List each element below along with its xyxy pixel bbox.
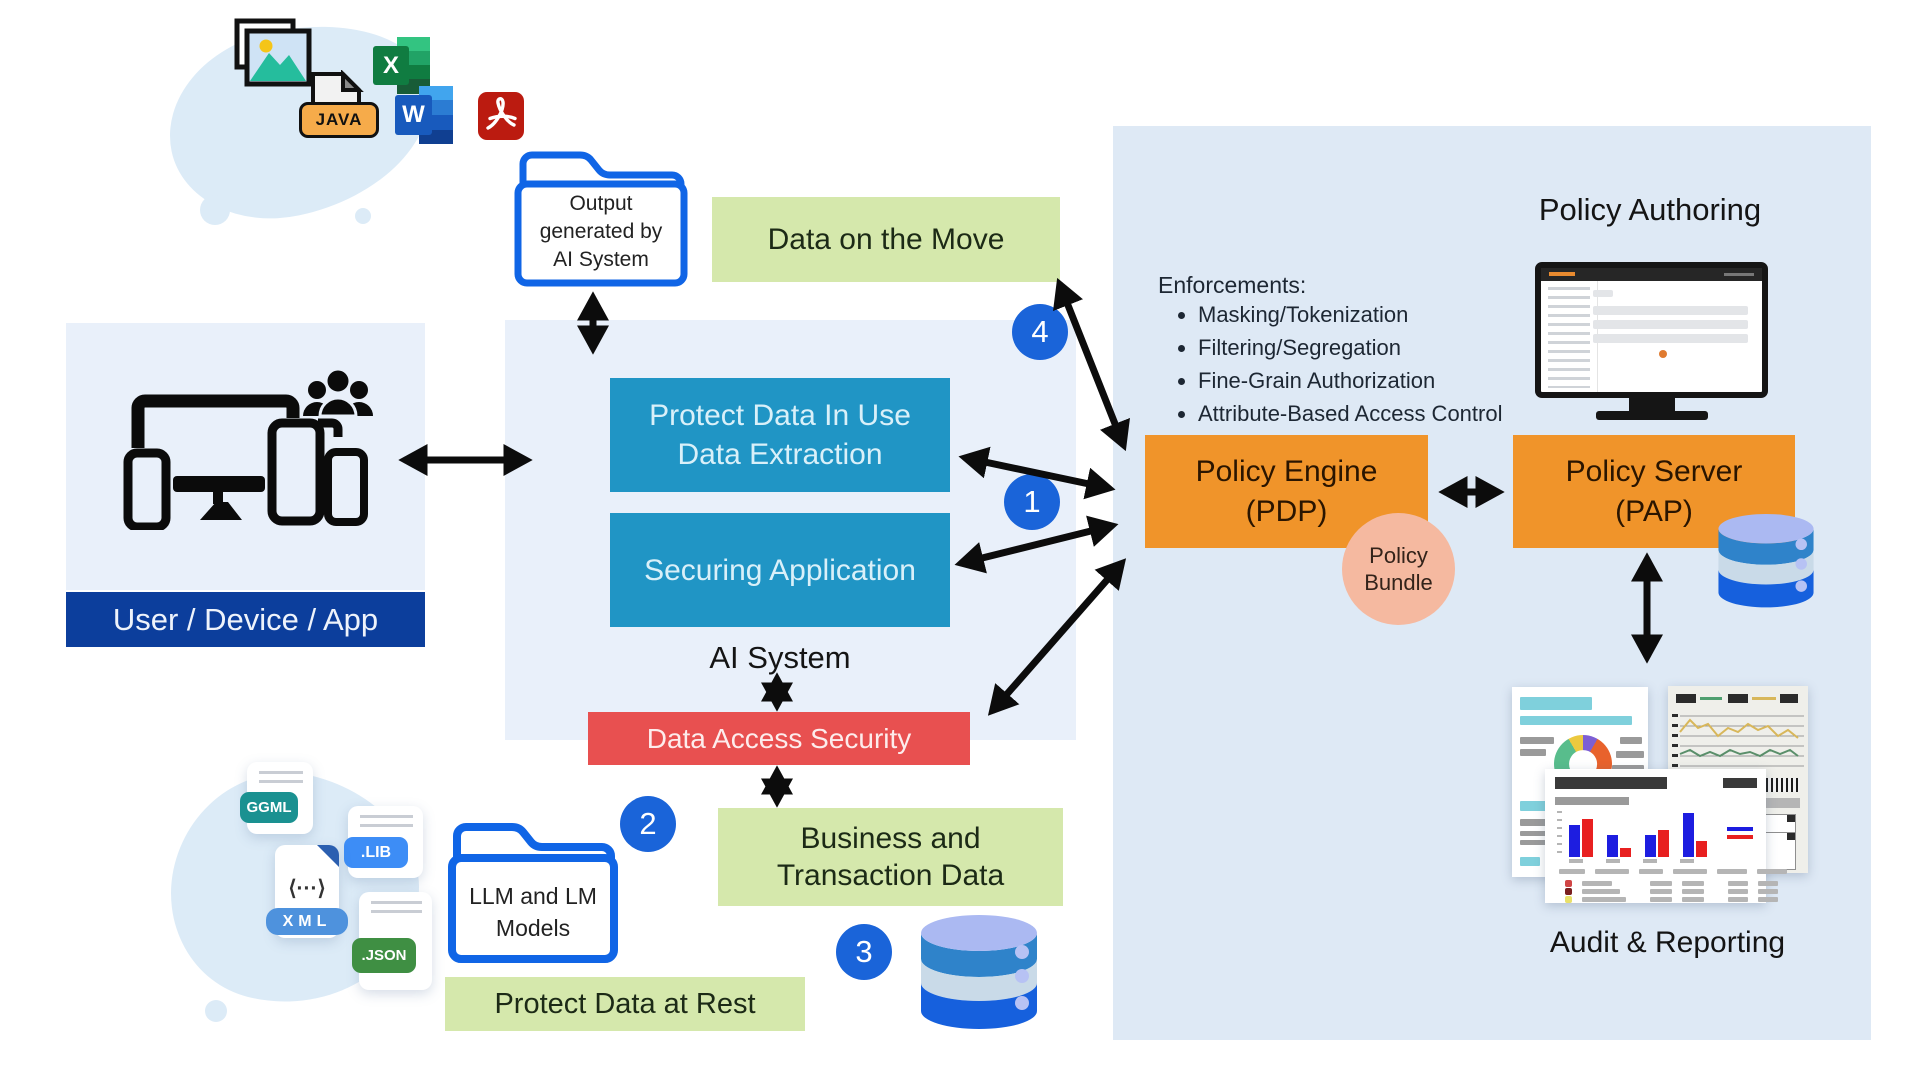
business-transaction-line2: Transaction Data <box>776 859 1005 892</box>
monitor-base <box>1596 411 1708 420</box>
protect-data-in-use-line1: Protect Data In Use <box>649 399 911 432</box>
protect-data-in-use-line2: Data Extraction <box>677 438 883 471</box>
output-folder-line3: AI System <box>553 248 649 271</box>
business-transaction-line1: Business and <box>800 822 981 855</box>
step-3-marker: 3 <box>836 924 892 980</box>
admin-sidebar-mock <box>1541 281 1598 392</box>
audit-report-bars <box>1545 769 1787 903</box>
policy-authoring-title: Policy Authoring <box>1538 192 1762 227</box>
output-folder-line2: generated by <box>539 220 663 243</box>
business-transaction-box: Business and Transaction Data <box>718 808 1063 906</box>
user-device-app-label: User / Device / App <box>112 601 379 637</box>
enforcements-list: Masking/Tokenization Filtering/Segregati… <box>1172 302 1502 434</box>
splash-dot <box>355 208 371 224</box>
step-2-marker: 2 <box>620 796 676 852</box>
data-access-security-label: Data Access Security <box>646 722 912 754</box>
json-badge: .JSON <box>352 938 416 973</box>
llm-folder-line2: Models <box>495 915 571 941</box>
policy-engine-line1: Policy Engine <box>1195 454 1378 488</box>
excel-icon: X <box>373 37 430 94</box>
policy-server-line2: (PAP) <box>1615 494 1693 528</box>
step-2-label: 2 <box>639 806 657 841</box>
pagination-dot <box>1659 350 1667 358</box>
splash-dot <box>200 195 230 225</box>
enforcements-title: Enforcements: <box>1158 272 1307 298</box>
business-database-icon <box>921 915 1037 1029</box>
pdf-icon <box>478 92 524 140</box>
user-device-app-icon <box>123 368 373 530</box>
step-3-label: 3 <box>855 934 873 969</box>
policy-engine-line2: (PDP) <box>1245 494 1328 528</box>
bar-chart-mock <box>1569 811 1707 857</box>
securing-application-label: Securing Application <box>644 553 916 587</box>
lib-badge: .LIB <box>344 837 408 868</box>
data-on-move-label: Data on the Move <box>767 223 1005 256</box>
output-folder-line1: Output <box>569 192 633 215</box>
word-letter: W <box>395 95 432 135</box>
llm-folder-line1: LLM and LM <box>469 883 597 909</box>
ai-system-label: AI System <box>709 640 851 675</box>
policy-bundle-chip: Policy Bundle <box>1342 513 1455 625</box>
user-device-app-banner: User / Device / App <box>66 592 425 647</box>
data-access-security-box: Data Access Security <box>588 712 970 765</box>
policy-database-icon <box>1718 513 1814 608</box>
step-1-label: 1 <box>1023 484 1041 519</box>
securing-application-box: Securing Application <box>610 513 950 627</box>
step-4-marker: 4 <box>1012 304 1068 360</box>
policy-bundle-line1: Policy <box>1369 543 1428 568</box>
step-4-label: 4 <box>1031 314 1049 349</box>
policy-bundle-line2: Bundle <box>1364 570 1433 595</box>
protect-data-in-use-box: Protect Data In Use Data Extraction <box>610 378 950 492</box>
policy-engine-box: Policy Engine (PDP) <box>1145 435 1428 548</box>
policy-authoring-monitor <box>1535 262 1768 398</box>
enforcement-item: Fine-Grain Authorization <box>1198 368 1502 394</box>
llm-models-folder: LLM and LM Models <box>447 818 619 964</box>
enforcement-item: Filtering/Segregation <box>1198 335 1502 361</box>
code-glyph: ⟨···⟩ <box>288 877 326 900</box>
output-folder: Output generated by AI System <box>513 148 689 288</box>
xml-badge: XML <box>266 908 348 935</box>
splash-dot <box>205 1000 227 1022</box>
enforcement-item: Attribute-Based Access Control <box>1198 401 1502 427</box>
protect-data-at-rest-box: Protect Data at Rest <box>445 977 805 1031</box>
excel-letter: X <box>373 46 409 85</box>
java-badge: JAVA <box>299 102 379 138</box>
step-1-marker: 1 <box>1004 474 1060 530</box>
policy-server-line1: Policy Server <box>1565 454 1743 488</box>
word-icon: W <box>395 86 453 144</box>
images-icon <box>234 18 312 87</box>
java-file-icon: JAVA <box>299 69 379 142</box>
monitor-stand <box>1629 392 1675 412</box>
protect-data-at-rest-label: Protect Data at Rest <box>494 987 756 1020</box>
audit-reporting-title: Audit & Reporting <box>1549 926 1786 959</box>
enforcement-item: Masking/Tokenization <box>1198 302 1502 328</box>
ggml-badge: GGML <box>240 792 298 823</box>
data-on-move-box: Data on the Move <box>712 197 1060 282</box>
